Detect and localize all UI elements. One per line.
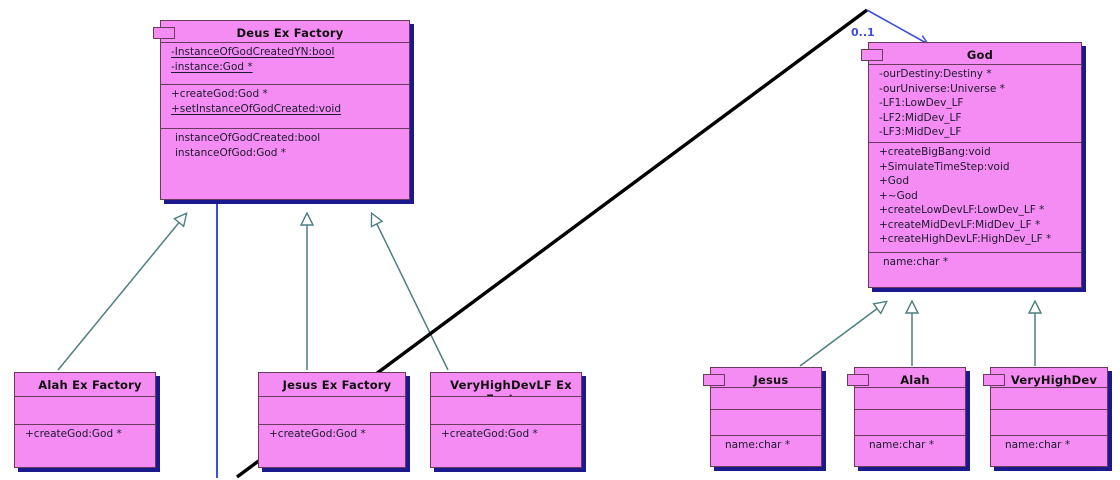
class-name-compartment: VeryHighDev LF (991, 368, 1107, 388)
class-name-label: Jesus (753, 373, 789, 387)
class-name-label: VeryHighDevLF Ex Factory (450, 378, 572, 396)
class-name-label: God (966, 48, 994, 62)
class-operations-compartment (855, 410, 965, 436)
class-tab-icon (983, 374, 1005, 386)
generalization-veryhighdevlf-factory (372, 214, 449, 371)
class-attributes-compartment (711, 388, 821, 410)
class-tab-icon (153, 27, 175, 39)
class-member: +createGod:God * (25, 428, 122, 440)
class-properties-compartment: instanceOfGodCreated:bool instanceOfGod:G… (161, 129, 409, 201)
class-tab-icon (847, 374, 869, 386)
uml-class-veryhighdevlf-ex-factory[interactable]: VeryHighDevLF Ex Factory +createGod:God * (430, 372, 582, 468)
class-operations-compartment (991, 410, 1107, 436)
multiplicity-label-mult-0-1: 0..1 (851, 26, 875, 39)
class-operations-compartment (711, 410, 821, 436)
class-name-label: Jesus Ex Factory (282, 378, 392, 392)
class-name-compartment: Deus Ex Factory (161, 21, 409, 43)
uml-class-veryhighdev-lf[interactable]: VeryHighDev LF name:char * (983, 367, 1108, 468)
class-attributes-compartment (991, 388, 1107, 410)
class-attributes-compartment (431, 397, 581, 425)
class-member: -InstanceOfGodCreatedYN:bool (171, 46, 335, 58)
uml-class-alah[interactable]: Alah name:char * (847, 367, 966, 468)
class-member: +setInstanceOfGodCreated:void (171, 102, 342, 115)
class-member: +God (879, 175, 910, 187)
class-member: -ourUniverse:Universe * (879, 82, 1005, 95)
uml-class-jesus[interactable]: Jesus name:char * (703, 367, 822, 468)
class-member: -LF1:LowDev_LF (879, 97, 964, 109)
class-tab-icon (861, 49, 883, 61)
class-properties-compartment: name:char * (855, 436, 965, 468)
uml-class-deus-ex-factory[interactable]: Deus Ex Factory -InstanceOfGodCreatedYN:b… (153, 20, 410, 201)
class-operations-compartment: +createGod:God * (15, 425, 155, 467)
class-member: instanceOfGod:God * (175, 146, 287, 159)
class-attributes-compartment (855, 388, 965, 410)
class-name-label: Deus Ex Factory (236, 26, 344, 40)
class-member: +createGod:God * (441, 428, 538, 440)
class-properties-compartment: name:char * (869, 253, 1081, 287)
class-member: name:char * (1005, 439, 1071, 451)
class-tab-icon (703, 374, 725, 386)
uml-class-jesus-ex-factory[interactable]: Jesus Ex Factory +createGod:God * (258, 372, 406, 468)
class-name-label: VeryHighDev LF (1010, 373, 1098, 387)
class-attributes-compartment (259, 397, 405, 425)
class-operations-compartment: +createGod:God * (431, 425, 581, 467)
class-name-label: Alah Ex Factory (38, 378, 142, 392)
class-name-compartment: God (869, 43, 1081, 65)
class-member: +createHighDevLF:HighDev_LF * (879, 233, 1052, 245)
class-member: +createLowDevLF:LowDev_LF * (879, 204, 1045, 216)
class-member: -LF2:MidDev_LF (879, 111, 962, 124)
generalization-alah-factory (57, 214, 186, 371)
class-name-compartment: Jesus (711, 368, 821, 388)
class-name-compartment: Jesus Ex Factory (259, 373, 405, 397)
class-member: -LF3:MidDev_LF (879, 126, 962, 138)
uml-class-god[interactable]: God -ourDestiny:Destiny * -ourUniverse:Uni… (861, 42, 1082, 288)
class-member: +createGod:God * (171, 88, 268, 100)
class-member: instanceOfGodCreated:bool (175, 132, 321, 144)
class-member: +createMidDevLF:MidDev_LF * (879, 218, 1041, 231)
class-member: name:char * (725, 439, 791, 451)
class-operations-compartment: +createGod:God * +setInstanceOfGodCreated… (161, 85, 409, 129)
generalization-jesus (799, 302, 886, 367)
uml-class-alah-ex-factory[interactable]: Alah Ex Factory +createGod:God * (14, 372, 156, 468)
class-name-label: Alah (900, 373, 930, 387)
class-member: +SimulateTimeStep:void (879, 160, 1010, 173)
class-operations-compartment: +createGod:God * (259, 425, 405, 467)
class-member: +~God (879, 189, 918, 202)
class-name-compartment: Alah (855, 368, 965, 388)
class-name-compartment: VeryHighDevLF Ex Factory (431, 373, 581, 397)
class-attributes-compartment: -ourDestiny:Destiny * -ourUniverse:Univer… (869, 65, 1081, 143)
class-member: -instance:God * (171, 60, 253, 73)
class-member: name:char * (883, 256, 949, 268)
class-attributes-compartment (15, 397, 155, 425)
class-member: name:char * (869, 439, 935, 451)
class-properties-compartment: name:char * (711, 436, 821, 468)
class-member: +createBigBang:void (879, 146, 991, 158)
class-name-compartment: Alah Ex Factory (15, 373, 155, 397)
class-member: +createGod:God * (269, 428, 366, 440)
class-member: -ourDestiny:Destiny * (879, 68, 992, 80)
class-properties-compartment: name:char * (991, 436, 1107, 468)
class-operations-compartment: +createBigBang:void +SimulateTimeStep:voi… (869, 143, 1081, 253)
class-attributes-compartment: -InstanceOfGodCreatedYN:bool -instance:Go… (161, 43, 409, 85)
